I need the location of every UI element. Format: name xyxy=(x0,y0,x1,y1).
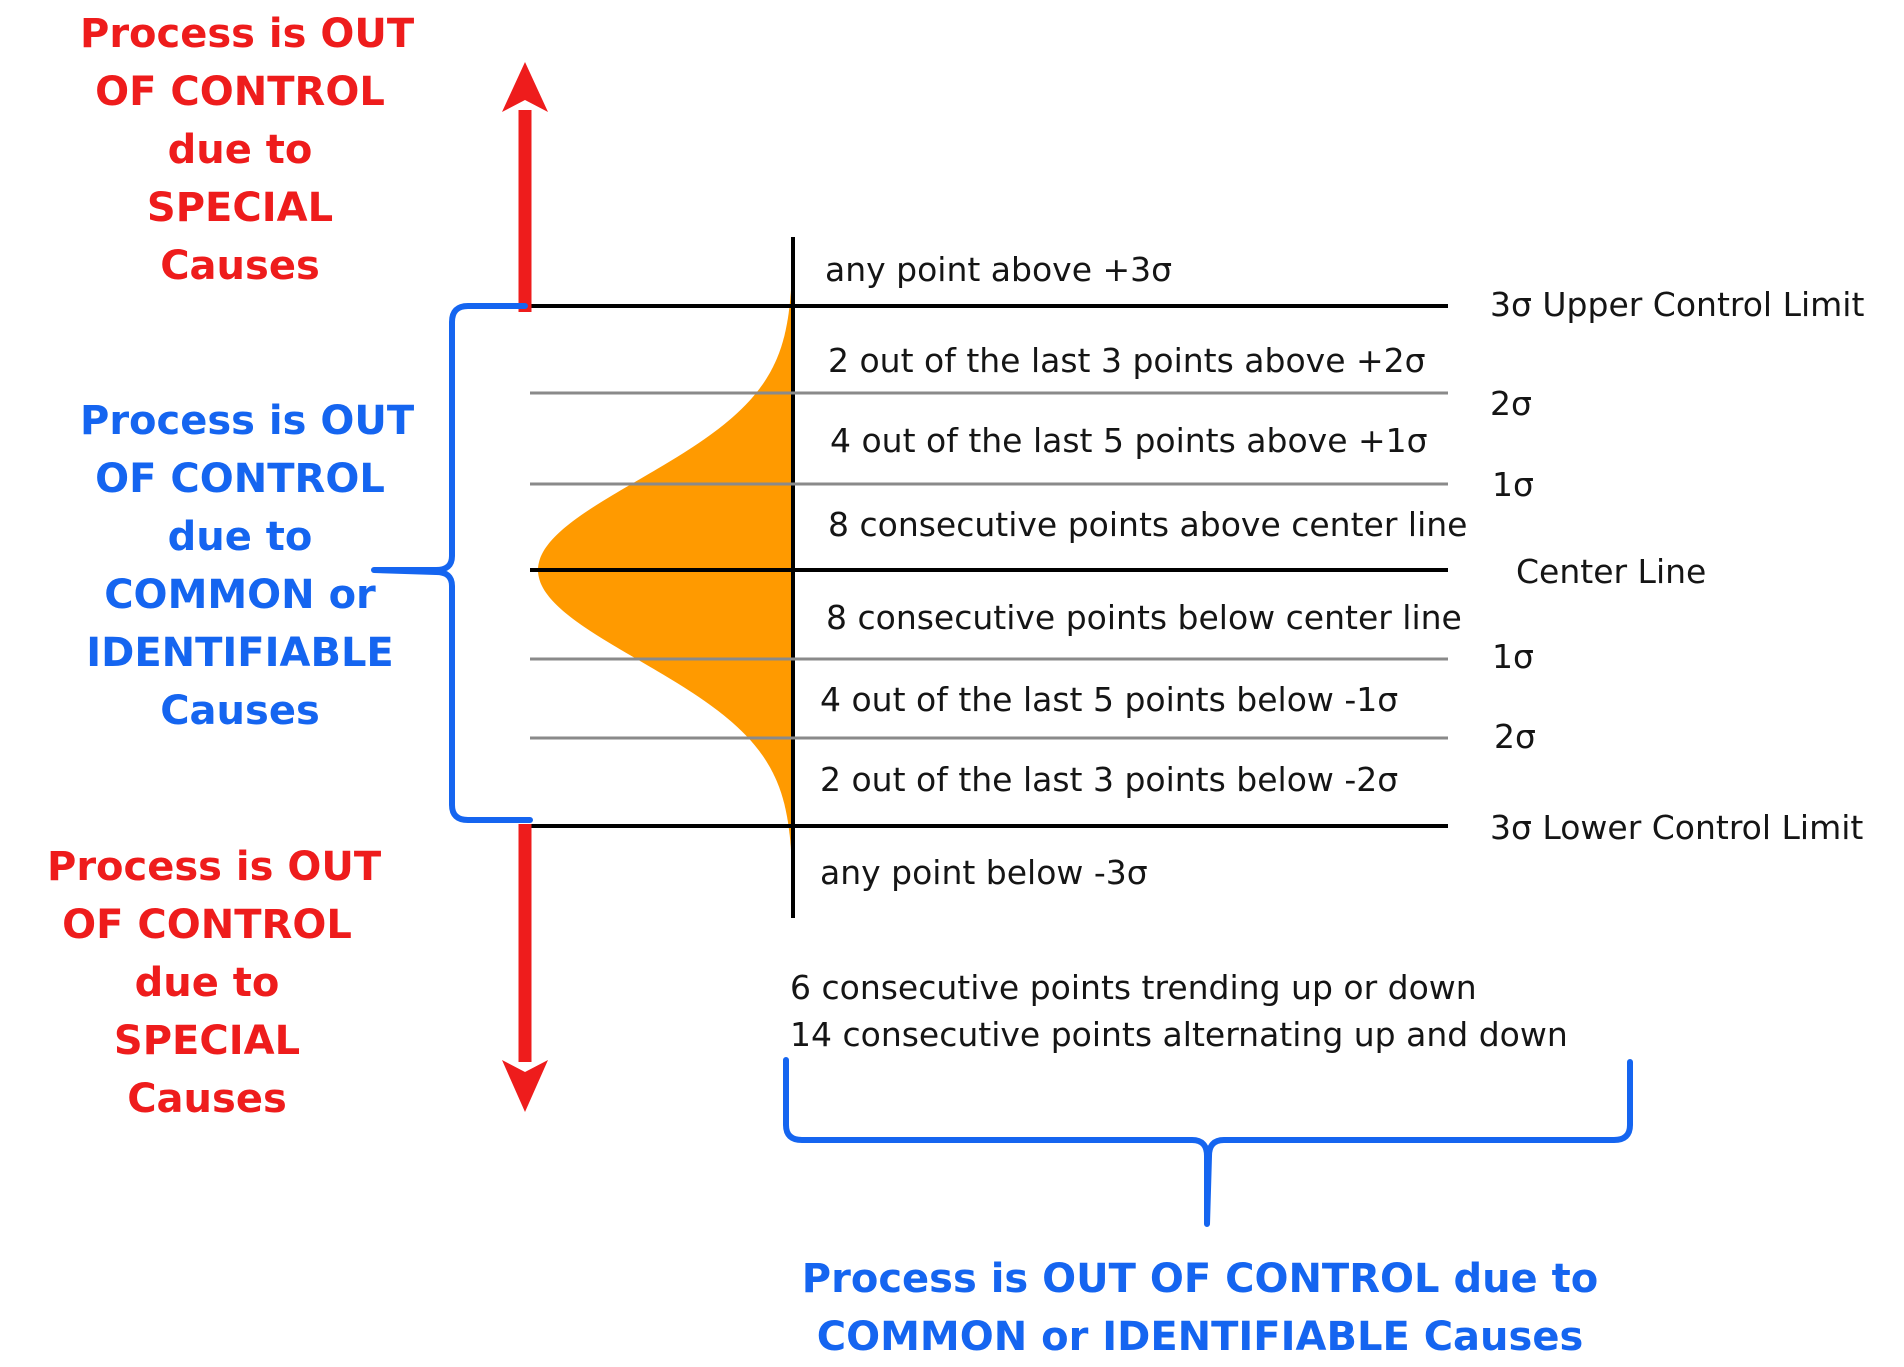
rule-4-of-5-below-1-sigma: 4 out of the last 5 points below -1σ xyxy=(820,680,1399,719)
up-arrow-icon xyxy=(502,62,548,312)
caption-line: IDENTIFIABLE xyxy=(86,630,394,676)
caption-line: Process is OUT xyxy=(80,11,415,57)
rule-8-above-center: 8 consecutive points above center line xyxy=(828,505,1468,544)
caption-line: COMMON or xyxy=(104,572,376,618)
plus-2-sigma-label: 2σ xyxy=(1490,384,1532,423)
caption-line: Process is OUT xyxy=(47,844,382,890)
caption-line: due to xyxy=(167,127,313,173)
rule-above-3-sigma: any point above +3σ xyxy=(825,250,1173,289)
rule-2-of-3-below-2-sigma: 2 out of the last 3 points below -2σ xyxy=(820,760,1399,799)
lower-control-limit-label: 3σ Lower Control Limit xyxy=(1490,808,1864,847)
bottom-special-causes-caption: Process is OUT OF CONTROL due to SPECIAL… xyxy=(47,838,382,1128)
down-arrow-icon xyxy=(502,824,548,1112)
caption-line: due to xyxy=(134,960,280,1006)
caption-line: OF CONTROL xyxy=(95,456,385,502)
top-special-causes-caption: Process is OUT OF CONTROL due to SPECIAL… xyxy=(80,5,415,295)
minus-2-sigma-label: 2σ xyxy=(1494,717,1536,756)
caption-line: Causes xyxy=(160,243,320,289)
bottom-brace-icon xyxy=(783,1057,1633,1227)
middle-common-causes-caption: Process is OUT OF CONTROL due to COMMON … xyxy=(80,392,415,740)
caption-line: COMMON or IDENTIFIABLE Causes xyxy=(816,1314,1584,1360)
rule-8-below-center: 8 consecutive points below center line xyxy=(826,598,1462,637)
caption-line: SPECIAL xyxy=(146,185,334,231)
trend-rule-6-up-down: 6 consecutive points trending up or down xyxy=(790,968,1477,1007)
caption-line: Causes xyxy=(160,688,320,734)
normal-distribution-curve xyxy=(538,237,793,918)
center-line-label: Center Line xyxy=(1516,552,1707,591)
upper-control-limit-label: 3σ Upper Control Limit xyxy=(1490,285,1865,324)
caption-line: OF CONTROL xyxy=(95,69,385,115)
caption-line: OF CONTROL xyxy=(62,902,352,948)
caption-line: Process is OUT OF CONTROL due to xyxy=(801,1256,1599,1302)
rule-4-of-5-above-1-sigma: 4 out of the last 5 points above +1σ xyxy=(830,421,1428,460)
trend-rule-14-alternating: 14 consecutive points alternating up and… xyxy=(790,1015,1568,1054)
caption-line: Process is OUT xyxy=(80,398,415,444)
rule-2-of-3-above-2-sigma: 2 out of the last 3 points above +2σ xyxy=(828,341,1426,380)
left-brace-icon xyxy=(371,303,533,823)
caption-line: SPECIAL xyxy=(113,1018,301,1064)
minus-1-sigma-label: 1σ xyxy=(1492,637,1534,676)
plus-1-sigma-label: 1σ xyxy=(1492,465,1534,504)
caption-line: due to xyxy=(167,514,313,560)
caption-line: Causes xyxy=(127,1076,287,1122)
rule-below-3-sigma: any point below -3σ xyxy=(820,853,1148,892)
bottom-common-causes-caption: Process is OUT OF CONTROL due to COMMON … xyxy=(800,1250,1600,1366)
